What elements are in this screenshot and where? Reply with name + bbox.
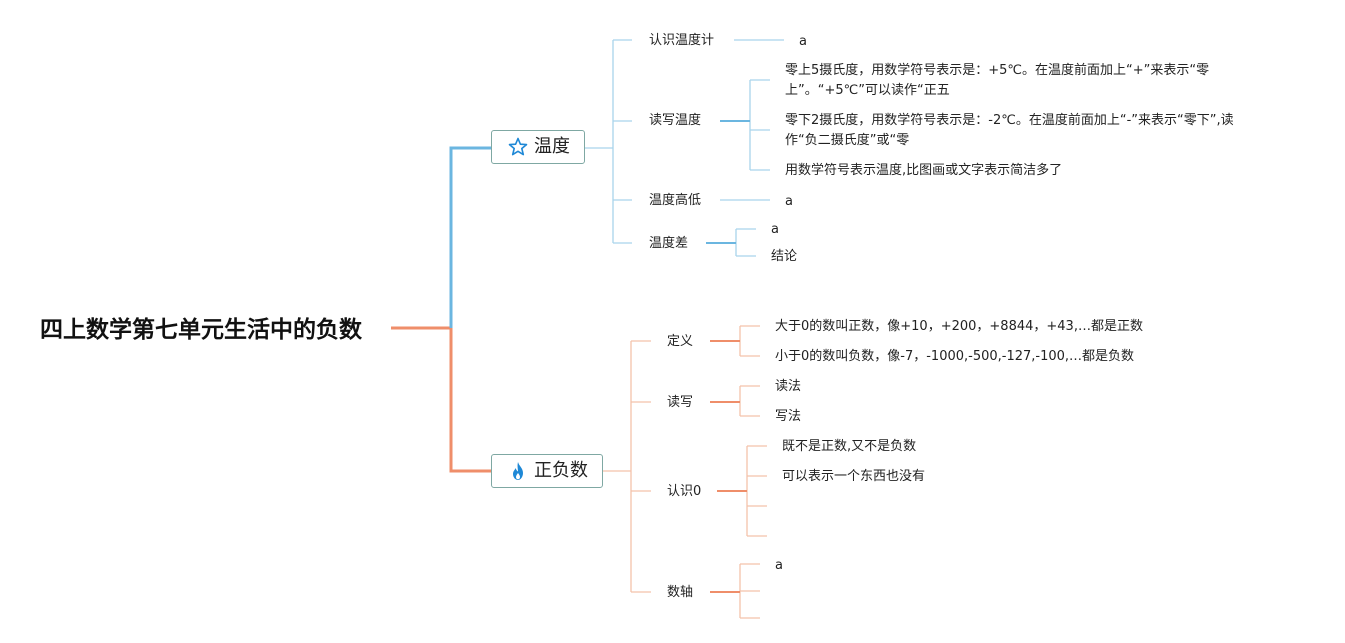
- node-rw-text-1[interactable]: 零上5摄氏度，用数学符号表示是：+5℃。在温度前面加上“+”来表示“零上”。“+…: [785, 63, 1210, 98]
- node-write-method[interactable]: 写法: [775, 409, 802, 424]
- node-def-text-2[interactable]: 小于0的数叫负数，像-7，-1000,-500,-127,-100,…都是负数: [775, 349, 1135, 364]
- node-definition[interactable]: 定义: [667, 334, 694, 349]
- node-diff-conclusion[interactable]: 结论: [771, 249, 798, 264]
- node-temperature-difference[interactable]: 温度差: [649, 236, 689, 251]
- topic-temperature-label: 温度: [534, 136, 570, 157]
- node-def-text-1[interactable]: 大于0的数叫正数，像+10，+200，+8844，+43,…都是正数: [775, 319, 1143, 334]
- node-rw-text-2[interactable]: 零下2摄氏度，用数学符号表示是：-2℃。在温度前面加上“-”来表示“零下”,读作…: [785, 113, 1234, 148]
- topic-temperature[interactable]: 温度: [491, 130, 585, 164]
- flame-icon: [508, 461, 528, 481]
- topic-positive-negative-label: 正负数: [534, 460, 588, 481]
- node-axis-value[interactable]: a: [775, 558, 783, 573]
- star-icon: [508, 137, 528, 157]
- node-rw-text-3[interactable]: 用数学符号表示温度,比图画或文字表示简洁多了: [785, 163, 1063, 178]
- node-recognize-zero[interactable]: 认识0: [667, 484, 702, 499]
- topic-positive-negative[interactable]: 正负数: [491, 454, 603, 488]
- node-high-low-value[interactable]: a: [785, 194, 793, 209]
- node-read-write[interactable]: 读写: [667, 395, 694, 410]
- node-read-method[interactable]: 读法: [775, 379, 802, 394]
- node-recognize-thermometer[interactable]: 认识温度计: [649, 33, 715, 48]
- node-diff-value[interactable]: a: [771, 222, 779, 237]
- node-number-line[interactable]: 数轴: [667, 585, 694, 600]
- node-read-write-temperature[interactable]: 读写温度: [649, 113, 702, 128]
- node-zero-text-2[interactable]: 可以表示一个东西也没有: [782, 469, 926, 484]
- node-recognize-value[interactable]: a: [799, 34, 807, 49]
- root-topic[interactable]: 四上数学第七单元生活中的负数: [40, 317, 362, 343]
- node-temperature-high-low[interactable]: 温度高低: [649, 193, 702, 208]
- node-zero-text-1[interactable]: 既不是正数,又不是负数: [782, 439, 917, 454]
